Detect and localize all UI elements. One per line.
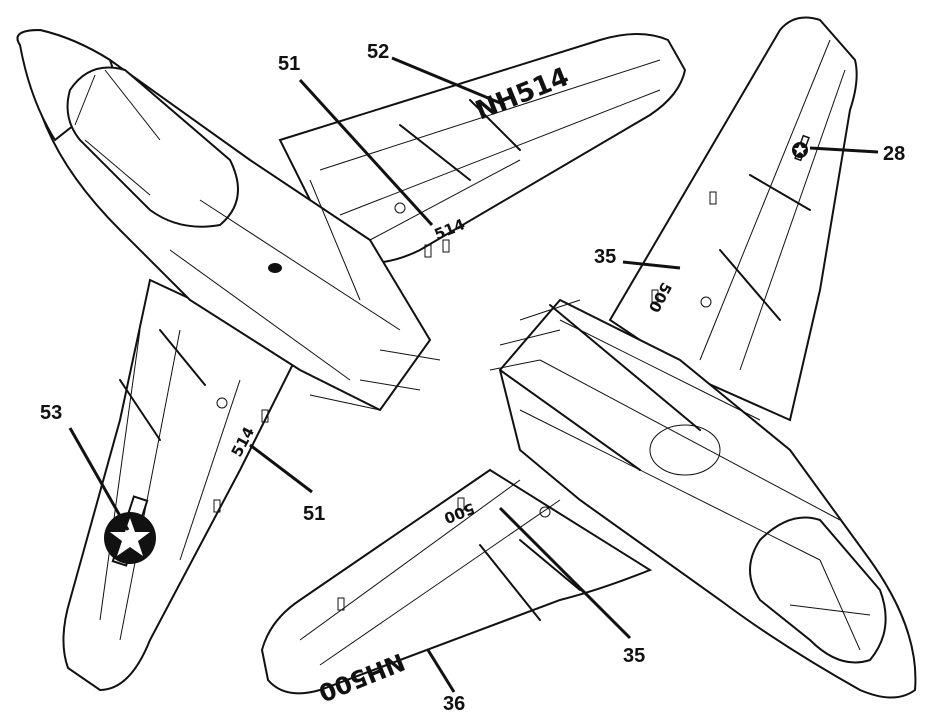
svg-text:35: 35 bbox=[623, 645, 645, 667]
svg-text:28: 28 bbox=[883, 143, 905, 165]
callout-51-top: 51 bbox=[278, 53, 434, 227]
star-insignia-upper bbox=[104, 495, 156, 567]
callout-28: 28 bbox=[809, 143, 905, 165]
callout-36: 36 bbox=[426, 649, 465, 715]
lower-left-wing bbox=[260, 468, 653, 695]
callout-51-bottom: 51 bbox=[249, 443, 325, 525]
svg-text:36: 36 bbox=[443, 693, 465, 715]
lower-canopy bbox=[749, 516, 887, 664]
svg-text:53: 53 bbox=[40, 402, 62, 424]
svg-text:52: 52 bbox=[367, 41, 389, 63]
upper-canopy bbox=[66, 66, 239, 228]
upper-left-wing bbox=[62, 278, 302, 692]
callout-53: 53 bbox=[40, 402, 130, 531]
star-insignia-lower bbox=[792, 134, 810, 162]
svg-text:51: 51 bbox=[303, 503, 325, 525]
svg-text:35: 35 bbox=[594, 246, 616, 268]
lower-right-wing bbox=[608, 16, 858, 422]
aircraft-upper-view: NH514 514 514 bbox=[16, 28, 687, 692]
callout-35-top: 35 bbox=[594, 246, 681, 270]
callout-35-bottom: 35 bbox=[498, 506, 645, 667]
callout-52: 52 bbox=[367, 41, 506, 107]
svg-text:51: 51 bbox=[278, 53, 300, 75]
